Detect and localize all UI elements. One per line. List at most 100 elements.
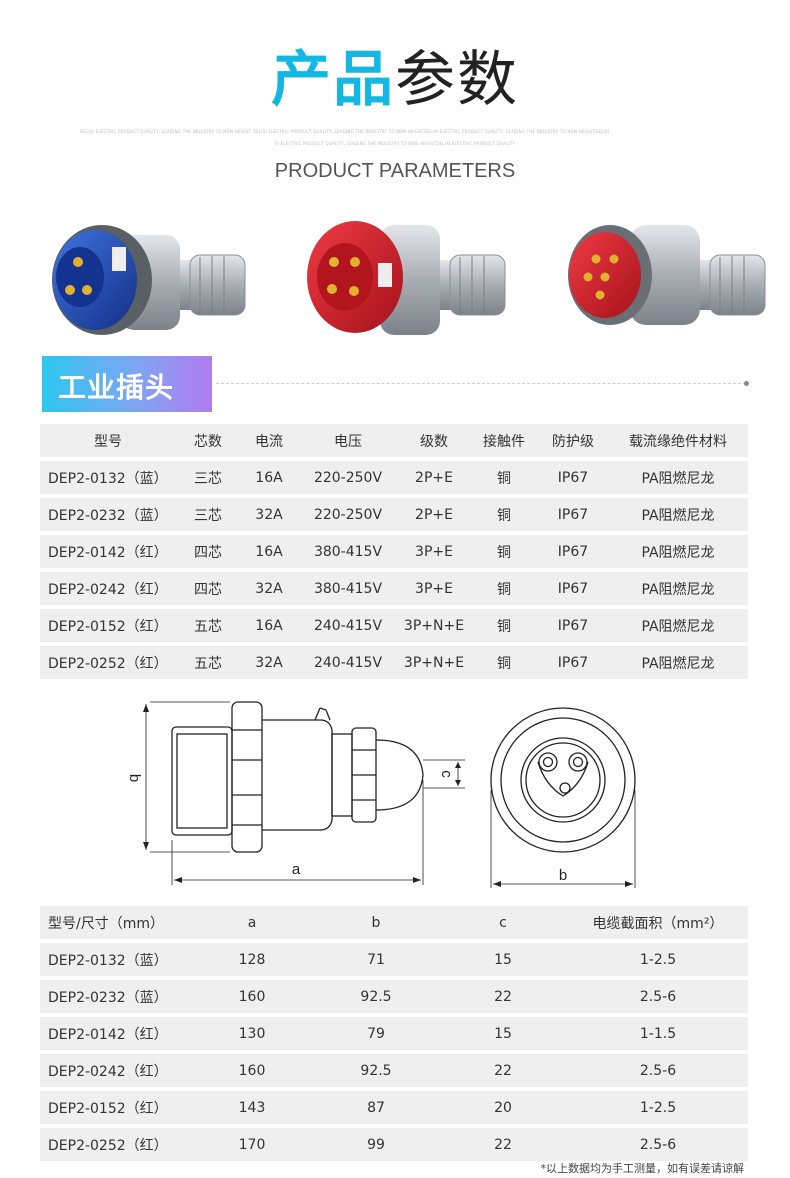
header-cell: b bbox=[314, 906, 438, 939]
header-cell: 电缆截面积（mm²） bbox=[568, 906, 748, 939]
banner-dot bbox=[744, 381, 749, 386]
page-title: 产品参数 bbox=[0, 40, 790, 120]
table-cell: 71 bbox=[314, 943, 438, 976]
tagline-small-2: XI ELECTRIC PRODUCT QUALITY, LEADING THE… bbox=[274, 141, 516, 146]
table-cell: 22 bbox=[438, 1128, 568, 1161]
table-cell: IP67 bbox=[538, 572, 608, 605]
header-cell: 载流缘绝件材料 bbox=[608, 424, 748, 457]
table-cell: 16A bbox=[240, 461, 298, 494]
product-images bbox=[0, 215, 790, 355]
footnote: *以上数据均为手工测量，如有误差请谅解 bbox=[540, 1162, 745, 1175]
table-cell: IP67 bbox=[538, 646, 608, 679]
table-cell: 1-1.5 bbox=[568, 1017, 748, 1050]
table-cell: 3P+E bbox=[398, 572, 470, 605]
table-cell: 五芯 bbox=[176, 646, 240, 679]
table-cell: 240-415V bbox=[298, 646, 398, 679]
header-cell: 防护级 bbox=[538, 424, 608, 457]
table-cell: 380-415V bbox=[298, 535, 398, 568]
table-cell: 87 bbox=[314, 1091, 438, 1124]
dimension-table: 型号/尺寸（mm） a b c 电缆截面积（mm²） DEP2-0132（蓝）1… bbox=[40, 902, 748, 1165]
table-cell: 铜 bbox=[470, 572, 538, 605]
table-cell: 2P+E bbox=[398, 498, 470, 531]
table-cell: DEP2-0232（蓝） bbox=[40, 498, 176, 531]
section-title: 工业插头 bbox=[58, 371, 175, 404]
dimension-drawing: a b c b bbox=[126, 701, 636, 888]
dim-label-b-side: b bbox=[126, 774, 143, 782]
table-cell: PA阻燃尼龙 bbox=[608, 535, 748, 568]
table-cell: 92.5 bbox=[314, 980, 438, 1013]
header-cell: a bbox=[190, 906, 314, 939]
table-cell: DEP2-0142（红） bbox=[40, 1017, 190, 1050]
table-cell: 22 bbox=[438, 980, 568, 1013]
red-4pin-plug-image bbox=[307, 221, 506, 335]
table-cell: 32A bbox=[240, 646, 298, 679]
table-cell: 铜 bbox=[470, 646, 538, 679]
table-cell: 143 bbox=[190, 1091, 314, 1124]
page-subtitle: PRODUCT PARAMETERS bbox=[274, 160, 516, 182]
table-cell: 32A bbox=[240, 572, 298, 605]
table-cell: 三芯 bbox=[176, 461, 240, 494]
table-cell: DEP2-0232（蓝） bbox=[40, 980, 190, 1013]
table-cell: 22 bbox=[438, 1054, 568, 1087]
dim-label-b-front: b bbox=[559, 867, 567, 884]
table-cell: IP67 bbox=[538, 609, 608, 642]
header-cell: c bbox=[438, 906, 568, 939]
table-cell: DEP2-0252（红） bbox=[40, 646, 176, 679]
table-cell: 三芯 bbox=[176, 498, 240, 531]
table-cell: 2P+E bbox=[398, 461, 470, 494]
table-cell: PA阻燃尼龙 bbox=[608, 572, 748, 605]
table-cell: 20 bbox=[438, 1091, 568, 1124]
table-cell: DEP2-0242（红） bbox=[40, 1054, 190, 1087]
title-rest: 参数 bbox=[395, 45, 519, 115]
table-cell: 15 bbox=[438, 1017, 568, 1050]
table-cell: 16A bbox=[240, 535, 298, 568]
section-banner: 工业插头 bbox=[42, 356, 212, 412]
table-cell: DEP2-0132（蓝） bbox=[40, 461, 176, 494]
table-cell: 铜 bbox=[470, 535, 538, 568]
table-cell: IP67 bbox=[538, 498, 608, 531]
table-cell: 160 bbox=[190, 1054, 314, 1087]
table-cell: DEP2-0152（红） bbox=[40, 609, 176, 642]
table-cell: DEP2-0142（红） bbox=[40, 535, 176, 568]
spec-table-header: 型号 芯数 电流 电压 级数 接触件 防护级 载流缘绝件材料 bbox=[40, 424, 748, 457]
table-cell: 380-415V bbox=[298, 572, 398, 605]
header-cell: 芯数 bbox=[176, 424, 240, 457]
header-cell: 接触件 bbox=[470, 424, 538, 457]
table-cell: 铜 bbox=[470, 498, 538, 531]
table-cell: 220-250V bbox=[298, 498, 398, 531]
table-cell: PA阻燃尼龙 bbox=[608, 498, 748, 531]
table-cell: DEP2-0252（红） bbox=[40, 1128, 190, 1161]
page-header: 产品参数 bbox=[0, 40, 790, 120]
table-cell: IP67 bbox=[538, 461, 608, 494]
table-cell: 四芯 bbox=[176, 535, 240, 568]
banner-divider bbox=[216, 383, 746, 384]
table-cell: 130 bbox=[190, 1017, 314, 1050]
dimension-table-header: 型号/尺寸（mm） a b c 电缆截面积（mm²） bbox=[40, 906, 748, 939]
table-cell: 铜 bbox=[470, 461, 538, 494]
table-cell: 2.5-6 bbox=[568, 980, 748, 1013]
table-cell: IP67 bbox=[538, 535, 608, 568]
table-cell: PA阻燃尼龙 bbox=[608, 646, 748, 679]
table-cell: 160 bbox=[190, 980, 314, 1013]
table-cell: PA阻燃尼龙 bbox=[608, 461, 748, 494]
table-cell: 15 bbox=[438, 943, 568, 976]
blue-plug-image bbox=[52, 225, 246, 335]
table-cell: 五芯 bbox=[176, 609, 240, 642]
table-cell: 2.5-6 bbox=[568, 1128, 748, 1161]
table-cell: 3P+N+E bbox=[398, 609, 470, 642]
table-cell: 3P+E bbox=[398, 535, 470, 568]
table-cell: 32A bbox=[240, 498, 298, 531]
header-cell: 电压 bbox=[298, 424, 398, 457]
table-cell: 170 bbox=[190, 1128, 314, 1161]
table-cell: 92.5 bbox=[314, 1054, 438, 1087]
table-cell: 128 bbox=[190, 943, 314, 976]
